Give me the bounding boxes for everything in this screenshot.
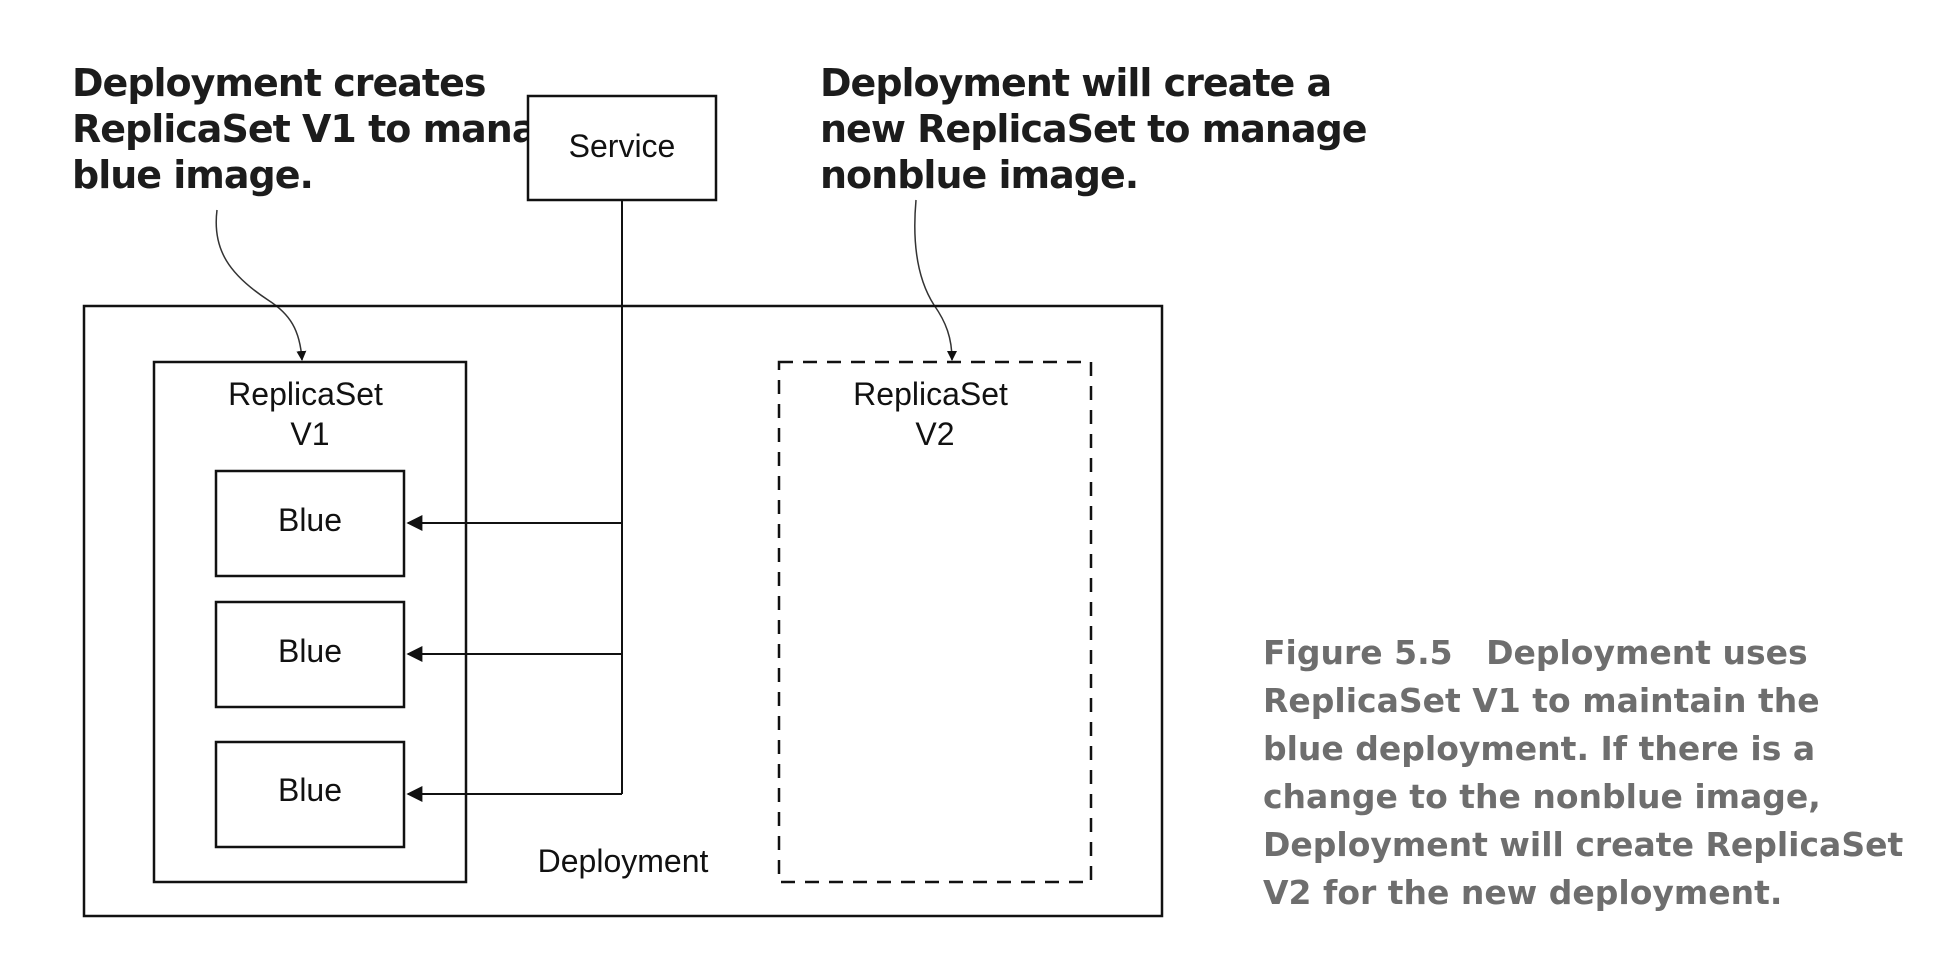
replicaset-v2-name: ReplicaSet (853, 376, 1008, 412)
caption-line: ReplicaSet V1 to maintain the (1263, 681, 1820, 720)
callout-left-line: ReplicaSet V1 to manage (72, 107, 587, 151)
callout-right-arrow (914, 199, 957, 361)
callout-left-arrow (215, 209, 307, 361)
figure-number: Figure 5.5 (1263, 633, 1453, 672)
caption-line: change to the nonblue image, (1263, 777, 1821, 816)
blue-pod-box (214, 469, 406, 578)
replicaset-v1-label: ReplicaSet V1 (228, 376, 392, 452)
replicaset-v2-label: ReplicaSet V2 (853, 376, 1017, 452)
caption-line: Deployment uses (1486, 633, 1808, 672)
caption-line: blue deployment. If there is a (1263, 729, 1815, 768)
blue-pod-label: Blue (278, 772, 342, 808)
figure-caption: Figure 5.5 Deployment uses ReplicaSet V1… (1263, 633, 1915, 912)
callout-right-line: nonblue image. (820, 153, 1138, 197)
caption-line: Deployment will create ReplicaSet (1263, 825, 1903, 864)
replicaset-v2-box (777, 360, 1093, 884)
blue-pod-box (214, 600, 406, 709)
blue-pod-box (214, 740, 406, 849)
caption-line: V2 for the new deployment. (1263, 873, 1782, 912)
callout-right-line: new ReplicaSet to manage (820, 107, 1367, 151)
callout-right-line: Deployment will create a (820, 61, 1331, 105)
service-label: Service (569, 128, 676, 164)
replicaset-v1-box (152, 360, 468, 884)
replicaset-v1-version: V1 (290, 416, 329, 452)
callout-left: Deployment creates ReplicaSet V1 to mana… (72, 61, 600, 197)
replicaset-v1-name: ReplicaSet (228, 376, 383, 412)
replicaset-v2-version: V2 (915, 416, 954, 452)
blue-pod-label: Blue (278, 502, 342, 538)
blue-pod-label: Blue (278, 633, 342, 669)
callout-left-line: Deployment creates (72, 61, 485, 105)
callout-right: Deployment will create a new ReplicaSet … (820, 61, 1379, 197)
callout-left-line: blue image. (72, 153, 313, 197)
deployment-label: Deployment (538, 843, 709, 879)
